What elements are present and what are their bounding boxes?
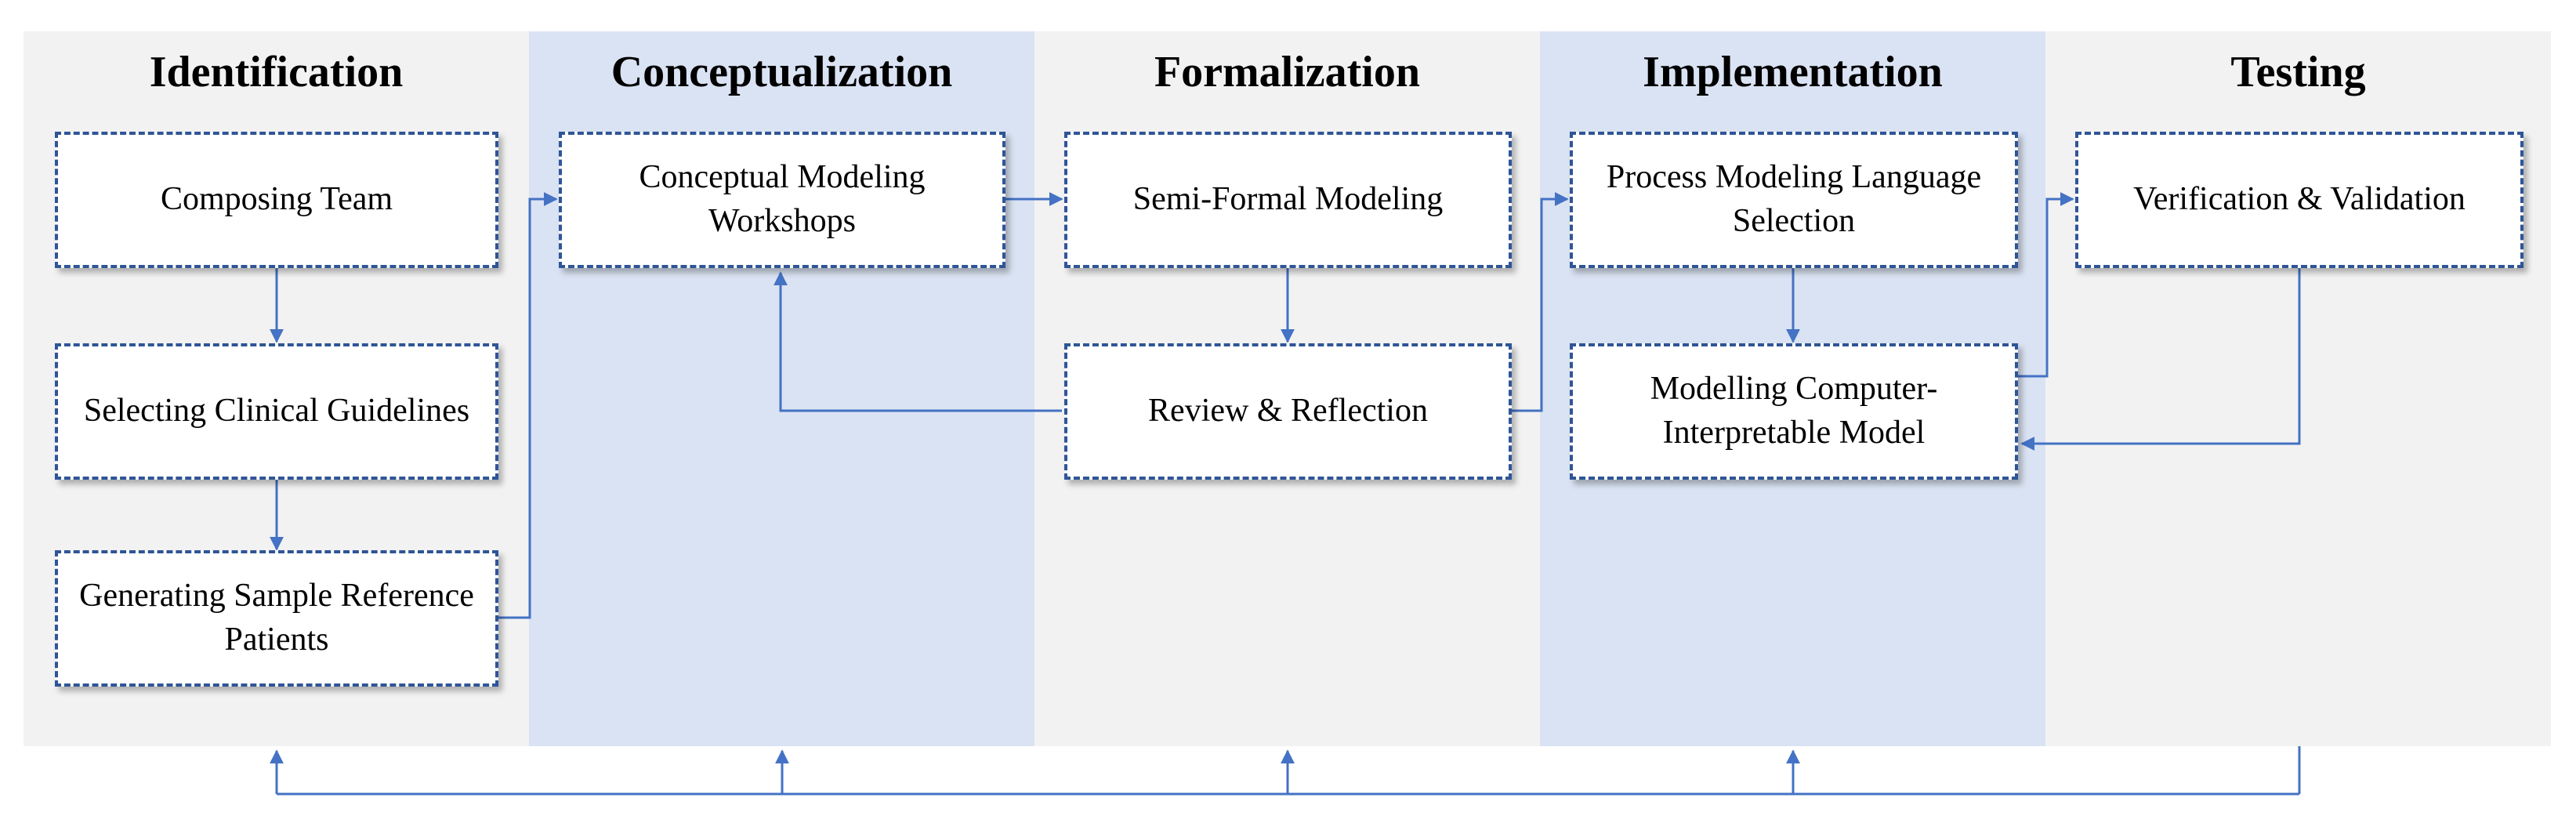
column-title-formalization: Formalization (1154, 48, 1421, 96)
column-title-testing: Testing (2230, 48, 2366, 96)
box-semi-formal-modeling: Semi-Formal Modeling (1064, 132, 1512, 268)
box-composing-team: Composing Team (55, 132, 498, 268)
box-conceptual-modeling-workshops: Conceptual Modeling Workshops (559, 132, 1005, 268)
arrow-review-to-workshops (774, 271, 1062, 412)
box-review-reflection: Review & Reflection (1064, 343, 1512, 480)
arrow-patients-to-workshops (498, 192, 558, 619)
arrow-model-to-verification (2018, 192, 2074, 378)
arrow-verification-to-model (2020, 268, 2301, 451)
box-selecting-clinical-guidelines: Selecting Clinical Guidelines (55, 343, 498, 480)
box-computer-interpretable-model: Modelling Computer-Interpretable Model (1570, 343, 2018, 480)
column-title-identification: Identification (149, 48, 404, 96)
box-generating-sample-patients: Generating Sample Reference Patients (55, 550, 498, 687)
column-title-implementation: Implementation (1643, 48, 1943, 96)
column-title-conceptualization: Conceptualization (610, 48, 953, 96)
box-verification-validation: Verification & Validation (2075, 132, 2523, 268)
box-process-language-selection: Process Modeling Language Selection (1570, 132, 2018, 268)
arrow-review-to-language (1512, 192, 1569, 412)
